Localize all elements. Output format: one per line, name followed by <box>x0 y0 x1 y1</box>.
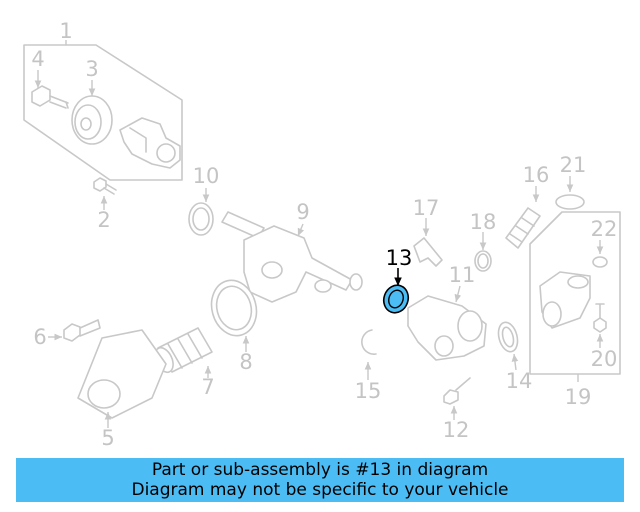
callout-9: 9 <box>296 200 309 224</box>
water-pump-body <box>119 117 181 169</box>
callout-15: 15 <box>355 379 382 403</box>
callout-13: 13 <box>386 246 413 270</box>
part-8-gasket <box>210 279 258 352</box>
part-17-clip <box>413 218 443 267</box>
callout-4: 4 <box>31 47 44 71</box>
part-21-oring <box>555 176 585 210</box>
part-2-bolt <box>93 177 117 210</box>
part-22-washer <box>592 240 608 268</box>
assembly-1-outline <box>23 40 183 181</box>
callout-2: 2 <box>97 208 110 232</box>
part-14-oring <box>497 321 519 371</box>
part-9-water-pipe <box>221 211 363 303</box>
callout-21: 21 <box>560 153 587 177</box>
callout-17: 17 <box>413 196 440 220</box>
part-15-clip <box>361 329 377 380</box>
callout-20: 20 <box>591 347 618 371</box>
callout-19: 19 <box>565 385 592 409</box>
callout-labels: 1 2 3 4 5 6 7 8 9 10 11 12 13 14 15 16 1… <box>31 19 617 450</box>
callout-8: 8 <box>239 350 252 374</box>
banner-line-disclaimer: Diagram may not be specific to your vehi… <box>131 480 509 500</box>
part-5-housing <box>77 329 167 428</box>
callout-11: 11 <box>449 263 476 287</box>
callout-14: 14 <box>506 369 533 393</box>
callout-12: 12 <box>443 418 470 442</box>
part-4-bolt <box>31 70 69 109</box>
callout-22: 22 <box>591 217 618 241</box>
callout-7: 7 <box>201 375 214 399</box>
part-20-bolt <box>593 303 607 348</box>
part-3-pulley <box>71 80 113 145</box>
callout-5: 5 <box>101 426 114 450</box>
part-6-bolt <box>48 319 101 342</box>
callout-16: 16 <box>523 163 550 187</box>
part-18-oring <box>474 232 492 272</box>
callout-1: 1 <box>59 19 72 43</box>
part-16-sensor <box>505 186 541 249</box>
banner-line-part-number: Part or sub-assembly is #13 in diagram <box>151 460 489 480</box>
callout-6: 6 <box>33 325 46 349</box>
info-banner: Part or sub-assembly is #13 in diagram D… <box>16 458 624 502</box>
part-10-oring <box>188 188 214 236</box>
part-12-bolt <box>443 377 471 420</box>
part-11-thermostat-housing <box>407 285 487 361</box>
assembly-19-outline <box>529 211 621 382</box>
callout-18: 18 <box>470 210 497 234</box>
callout-10: 10 <box>193 164 220 188</box>
part-13-seal-highlighted[interactable] <box>380 268 412 316</box>
callout-3: 3 <box>85 57 98 81</box>
